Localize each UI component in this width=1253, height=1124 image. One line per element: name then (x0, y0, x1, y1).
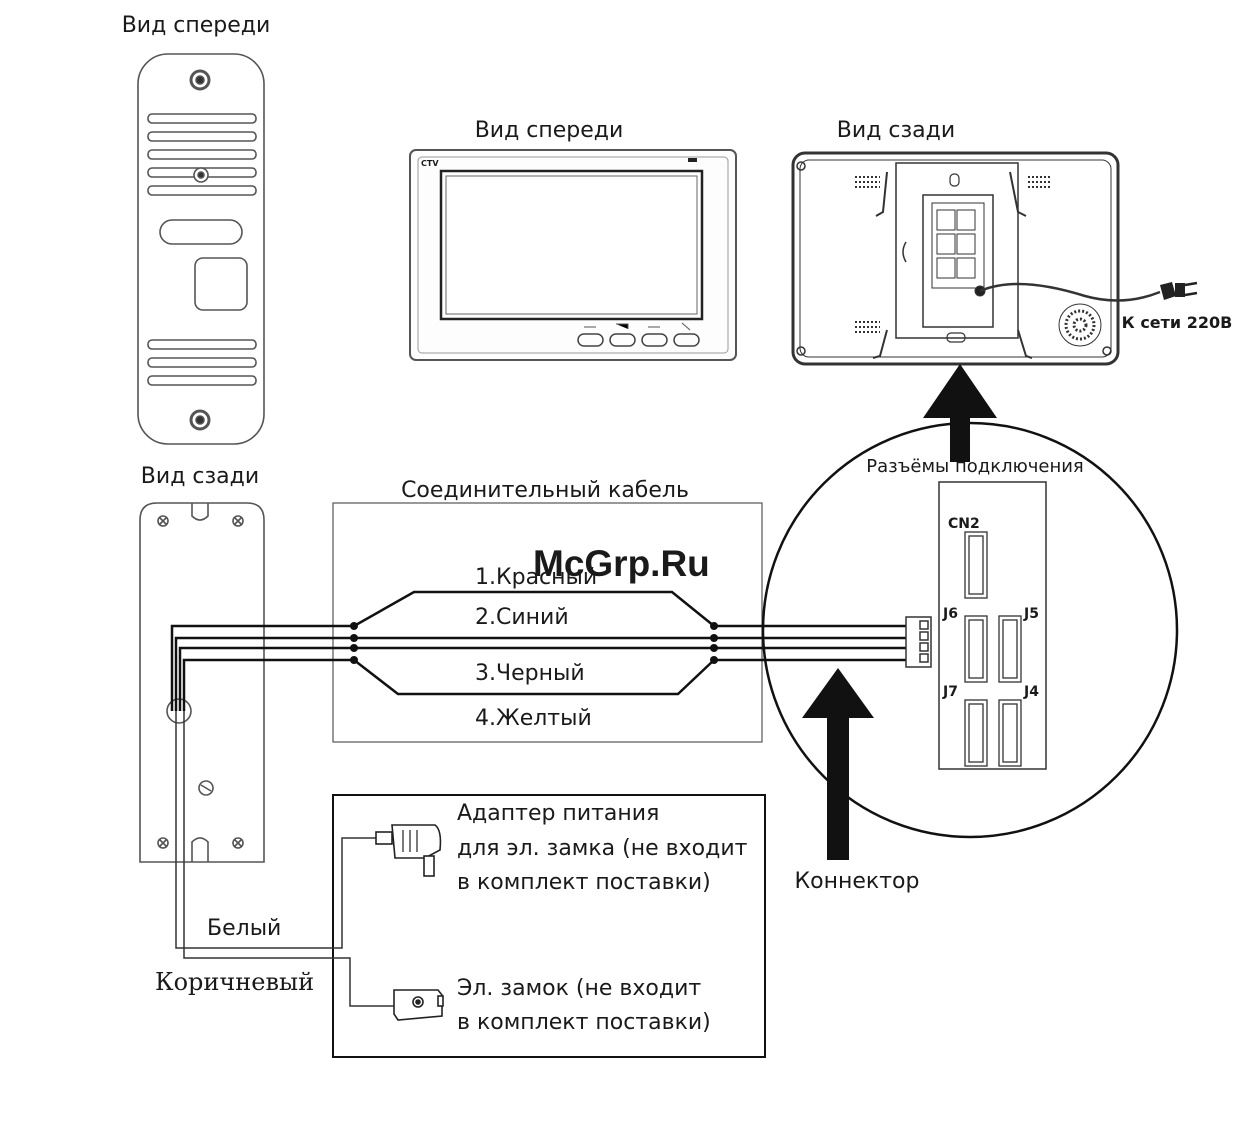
connector-label-j5: J5 (1023, 606, 1039, 622)
arrow-up-monitor (923, 364, 997, 462)
wire-label-red: 1.Красный (475, 565, 597, 590)
connector-label-j4: J4 (1023, 684, 1039, 700)
wire-label-yellow: 4.Желтый (475, 706, 592, 731)
cable-wires (170, 590, 906, 711)
wire-junction-dots (350, 622, 718, 664)
cable-title: Соединительный кабель (401, 478, 689, 503)
panel-front-title: Вид спереди (122, 13, 271, 38)
electric-lock-icon (393, 989, 444, 1021)
adapter-text-line-2: для эл. замка (не входит (457, 836, 748, 861)
power-label: К сети 220В (1122, 313, 1233, 332)
panel-back-title: Вид сзади (141, 464, 259, 489)
power-adapter-icon (375, 824, 442, 877)
wire-label-blue: 2.Синий (475, 605, 569, 630)
lock-text-line-2: в комплект поставки) (457, 1010, 711, 1035)
adapter-text-line-1: Адаптер питания (457, 801, 659, 826)
connector-pointer-label: Коннектор (795, 869, 920, 894)
connector-sockets (964, 531, 1022, 767)
lock-text-line-1: Эл. замок (не входит (457, 976, 701, 1001)
monitor-front (409, 149, 737, 361)
lock-box (332, 794, 766, 1058)
lock-wires (175, 711, 394, 1007)
adapter-text-line-3: в комплект поставки) (457, 870, 711, 895)
monitor-front-title: Вид спереди (475, 118, 624, 143)
brown-wire-label: Коричневый (155, 968, 314, 996)
call-panel-back (139, 502, 265, 863)
connector-label-j7: J7 (942, 684, 958, 700)
connector-plug (905, 616, 932, 668)
connectors-zoom-circle (761, 421, 1179, 839)
monitor-back-title: Вид сзади (837, 118, 955, 143)
monitor-brand-logo: CTV (421, 159, 439, 168)
monitor-back (791, 151, 1161, 366)
connectors-title: Разъёмы подключения (866, 456, 1084, 477)
watermark: McGrp.Ru (533, 543, 710, 584)
call-panel-front (137, 53, 265, 445)
arrow-up-connector (802, 668, 874, 860)
connector-board (938, 481, 1047, 770)
connector-label-j6: J6 (942, 606, 958, 622)
wire-label-black: 3.Черный (475, 661, 585, 686)
white-wire-label: Белый (207, 916, 281, 941)
connector-label-cn2: CN2 (948, 516, 980, 532)
power-plug-icon (1160, 281, 1198, 300)
